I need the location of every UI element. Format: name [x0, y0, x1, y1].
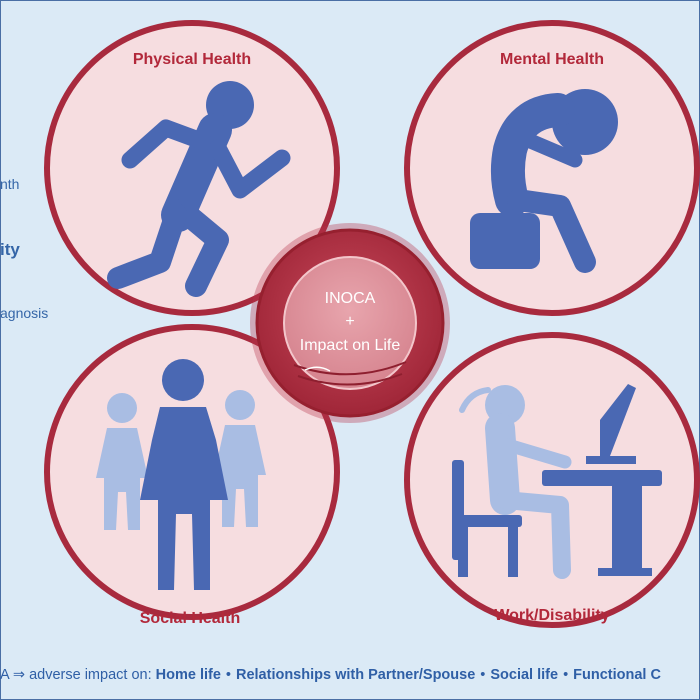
- bottom-summary-bar: A ⇒ adverse impact on: Home life•Relatio…: [0, 667, 700, 689]
- distressed-person-icon: [470, 89, 618, 273]
- physical-health-circle: Physical Health: [44, 20, 340, 316]
- left-partial-text-3: agnosis: [0, 305, 49, 321]
- physical-health-label: Physical Health: [133, 51, 251, 68]
- bullet-separator: •: [225, 667, 231, 683]
- mental-health-label: Mental Health: [500, 51, 604, 68]
- center-title: INOCA: [325, 290, 376, 307]
- social-health-label: Social Health: [140, 610, 240, 627]
- work-disability-label: Work/Disability: [494, 607, 609, 624]
- work-disability-circle: Work/Disability: [404, 332, 700, 628]
- bottom-prefix: A: [0, 667, 9, 683]
- impact-item: Relationships with Partner/Spouse: [235, 667, 476, 683]
- group-of-people-icon: [96, 359, 266, 590]
- running-person-icon: [107, 81, 291, 297]
- foreground-person-icon: [140, 359, 228, 590]
- inoca-center-circle: INOCA + Impact on Life: [250, 223, 450, 423]
- right-arrow-icon: ⇒: [12, 667, 26, 683]
- mental-health-circle: Mental Health: [404, 20, 700, 316]
- bottom-lead-text: adverse impact on:: [29, 667, 152, 683]
- bullet-separator: •: [563, 667, 569, 683]
- impact-item: Functional C: [573, 667, 661, 683]
- desk-icon: [542, 470, 662, 576]
- seated-person-icon: [459, 385, 572, 579]
- impact-item: Social life: [490, 667, 559, 683]
- left-partial-text-1: nth: [0, 176, 20, 192]
- computer-monitor-icon: [586, 384, 636, 464]
- center-plus: +: [345, 313, 354, 330]
- person-at-computer-desk-icon: [452, 384, 662, 579]
- center-subtitle: Impact on Life: [300, 337, 401, 354]
- left-partial-text-2: ity: [0, 240, 20, 259]
- chair-icon: [452, 460, 522, 577]
- impact-item: Home life: [155, 667, 221, 683]
- blood-vessel-icon: [293, 361, 407, 386]
- bullet-separator: •: [480, 667, 486, 683]
- background-person-left-icon: [96, 393, 148, 530]
- social-health-circle: Social Health: [44, 324, 340, 627]
- background-person-right-icon: [214, 390, 266, 527]
